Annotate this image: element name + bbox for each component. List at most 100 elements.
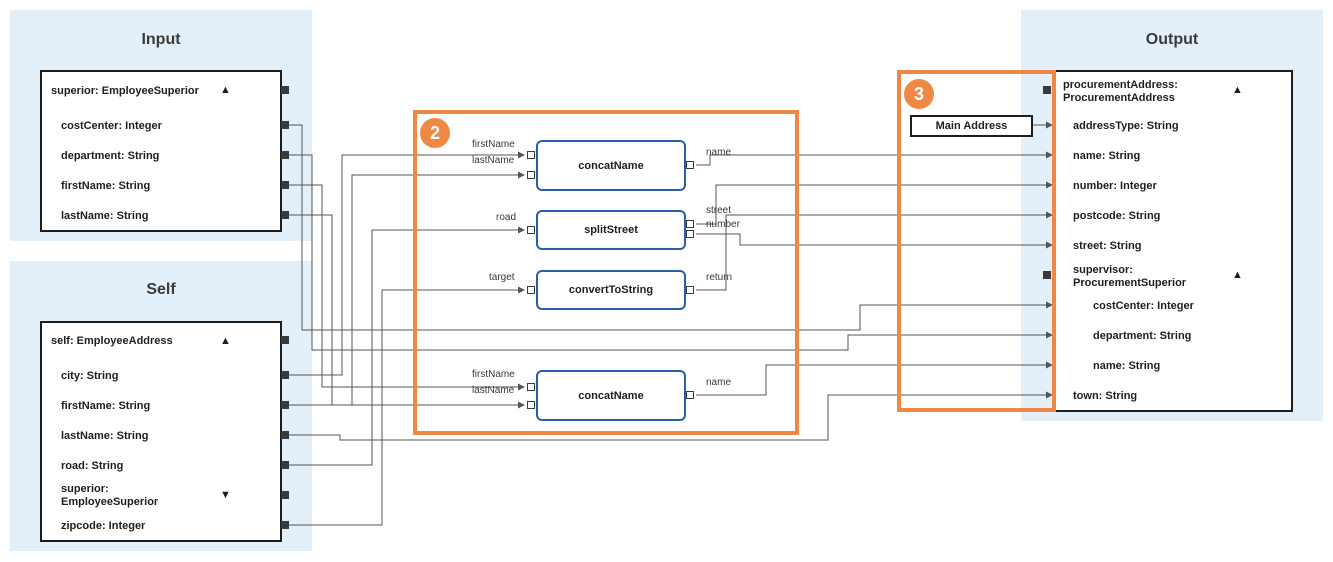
port[interactable] <box>527 151 535 159</box>
port[interactable] <box>527 401 535 409</box>
wire <box>289 154 1053 351</box>
port[interactable] <box>1043 86 1051 94</box>
port-label: name <box>706 377 732 388</box>
port-label: street <box>706 205 732 216</box>
self-panel-title: Self <box>146 281 176 298</box>
port[interactable] <box>686 161 694 169</box>
chevron-up-icon[interactable]: ▲ <box>220 84 231 96</box>
field-zipcode: zipcode: Integer <box>61 520 146 532</box>
port-label: return <box>706 272 733 283</box>
function-concatname-1[interactable]: concatName <box>536 140 686 191</box>
port-label: road <box>496 212 517 223</box>
field-number: number: Integer <box>1073 180 1157 192</box>
wire <box>696 361 1053 396</box>
field-lastname: lastName: String <box>61 430 149 442</box>
field-superior-line2: EmployeeSuperior <box>61 496 159 508</box>
output-header-line1: procurementAddress: <box>1063 79 1178 91</box>
function-splitstreet[interactable]: splitStreet <box>536 210 686 250</box>
field-supervisor-line1: supervisor: <box>1073 264 1133 276</box>
port[interactable] <box>686 220 694 228</box>
port[interactable] <box>281 211 289 219</box>
wire <box>289 184 525 391</box>
port-label: firstName <box>472 139 515 150</box>
field-name: name: String <box>1073 150 1141 162</box>
port[interactable] <box>281 431 289 439</box>
self-header: self: EmployeeAddress <box>51 335 173 347</box>
wire <box>696 151 1053 166</box>
port-label: firstName <box>472 369 515 380</box>
field-postcode: postcode: String <box>1073 210 1161 222</box>
field-city: city: String <box>61 370 119 382</box>
wire <box>289 151 525 376</box>
field-addresstype: addressType: String <box>1073 120 1179 132</box>
procurement-address-node[interactable]: procurementAddress: ProcurementAddress ▲… <box>1052 70 1293 412</box>
field-lastname: lastName: String <box>61 210 149 222</box>
port-label: name <box>706 147 732 158</box>
field-firstname: firstName: String <box>61 400 151 412</box>
port-label: lastName <box>472 385 515 396</box>
self-node[interactable]: self: EmployeeAddress ▲ city: String fir… <box>40 321 282 542</box>
step-badge-2: 2 <box>420 118 450 148</box>
port[interactable] <box>527 171 535 179</box>
chevron-down-icon[interactable]: ▼ <box>220 489 231 501</box>
port[interactable] <box>686 230 694 238</box>
port[interactable] <box>686 391 694 399</box>
field-supervisor-costcenter: costCenter: Integer <box>1093 300 1194 312</box>
wire <box>289 391 1053 441</box>
function-concatname-2[interactable]: concatName <box>536 370 686 421</box>
port[interactable] <box>281 336 289 344</box>
port-label: target <box>489 272 515 283</box>
constant-value: Main Address <box>935 120 1008 132</box>
port[interactable] <box>686 286 694 294</box>
field-supervisor-name: name: String <box>1093 360 1161 372</box>
chevron-up-icon[interactable]: ▲ <box>220 335 231 347</box>
wire <box>289 124 1053 331</box>
port[interactable] <box>527 286 535 294</box>
function-name: splitStreet <box>584 224 638 236</box>
field-supervisor-department: department: String <box>1093 330 1192 342</box>
port[interactable] <box>281 371 289 379</box>
function-converttostring[interactable]: convertToString <box>536 270 686 310</box>
field-supervisor-line2: ProcurementSuperior <box>1073 277 1187 289</box>
field-superior-line1: superior: <box>61 483 109 495</box>
port[interactable] <box>527 226 535 234</box>
constant-main-address[interactable]: Main Address <box>910 115 1033 137</box>
function-name: concatName <box>578 389 644 402</box>
wire <box>289 171 525 406</box>
output-panel-title: Output <box>1145 31 1199 48</box>
superior-header: superior: EmployeeSuperior <box>51 85 199 97</box>
port[interactable] <box>281 86 289 94</box>
step-badge-3: 3 <box>904 79 934 109</box>
wire <box>696 211 1053 291</box>
chevron-up-icon[interactable]: ▲ <box>1232 84 1243 96</box>
field-road: road: String <box>61 460 124 472</box>
highlight-functions <box>413 110 799 435</box>
wire <box>696 181 1053 225</box>
output-header-line2: ProcurementAddress <box>1063 92 1175 104</box>
field-costcenter: costCenter: Integer <box>61 120 162 132</box>
input-panel-title: Input <box>141 31 181 48</box>
port[interactable] <box>281 151 289 159</box>
port[interactable] <box>281 401 289 409</box>
port[interactable] <box>281 521 289 529</box>
port-label: number <box>706 219 740 230</box>
wire <box>289 226 525 466</box>
superior-node[interactable]: superior: EmployeeSuperior ▲ costCenter:… <box>40 70 282 232</box>
wire <box>289 214 525 409</box>
port[interactable] <box>281 121 289 129</box>
port[interactable] <box>1043 271 1051 279</box>
port[interactable] <box>281 461 289 469</box>
port[interactable] <box>527 383 535 391</box>
function-name: concatName <box>578 159 644 172</box>
port[interactable] <box>281 491 289 499</box>
wire <box>696 233 1053 249</box>
wire <box>289 286 525 526</box>
field-department: department: String <box>61 150 160 162</box>
chevron-up-icon[interactable]: ▲ <box>1232 269 1243 281</box>
highlight-constant <box>897 70 1056 412</box>
field-firstname: firstName: String <box>61 180 151 192</box>
field-street: street: String <box>1073 240 1142 252</box>
function-name: convertToString <box>568 284 654 296</box>
port[interactable] <box>281 181 289 189</box>
